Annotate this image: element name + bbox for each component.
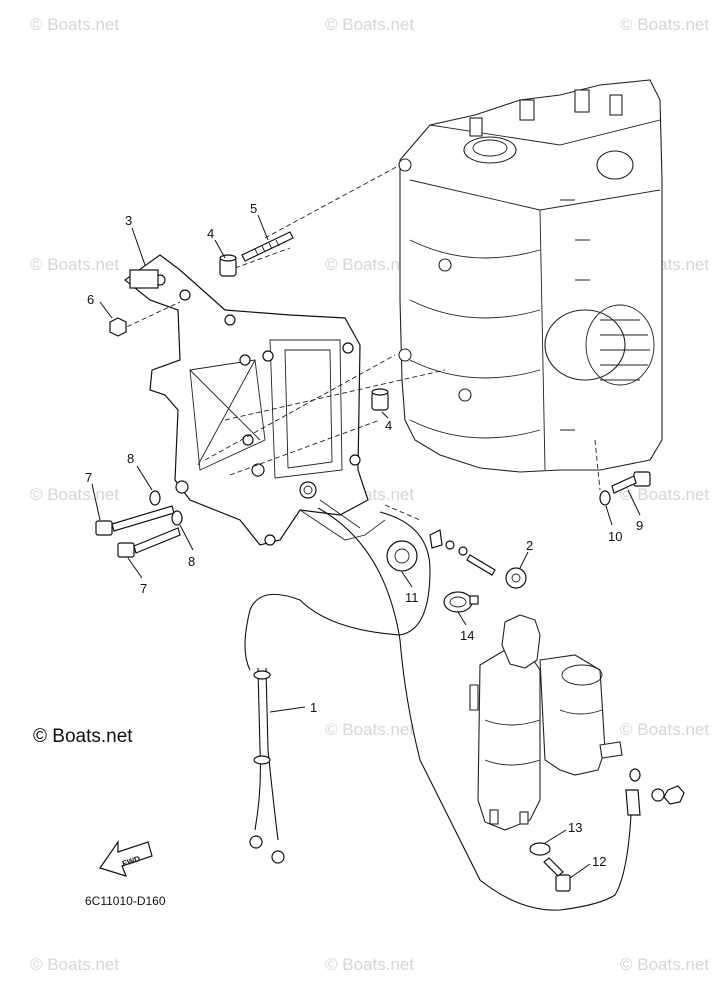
wire-harness-1 xyxy=(244,507,641,911)
callout-8-upper: 8 xyxy=(127,451,134,466)
callout-13: 13 xyxy=(568,820,582,835)
watermark: © Boats.net xyxy=(30,485,119,504)
callout-12: 12 xyxy=(592,854,606,869)
watermark: © Boats.net xyxy=(620,485,709,504)
brand-text: © Boats.net xyxy=(33,726,133,747)
watermark: © Boats.net xyxy=(620,955,709,974)
callout-8-lower: 8 xyxy=(188,554,195,569)
stud-bolt-5 xyxy=(241,231,294,262)
bolt-12 xyxy=(543,857,571,892)
watermark-layer: © Boats.net © Boats.net © Boats.net © Bo… xyxy=(30,15,709,974)
engine-block-illustration xyxy=(398,79,663,473)
bracket-frame-illustration xyxy=(124,254,386,546)
washer-8-upper xyxy=(149,490,161,506)
bolt-7-upper xyxy=(95,505,175,536)
callout-2: 2 xyxy=(526,538,533,553)
bolt-7-lower xyxy=(117,527,181,558)
callout-4-upper: 4 xyxy=(207,226,214,241)
watermark: © Boats.net xyxy=(30,955,119,974)
bolt-9 xyxy=(611,471,651,494)
callout-6: 6 xyxy=(87,292,94,307)
callout-7-lower: 7 xyxy=(140,581,147,596)
grommet-11 xyxy=(386,540,418,572)
watermark: © Boats.net xyxy=(30,15,119,34)
watermark: © Boats.net xyxy=(325,955,414,974)
washer-10 xyxy=(599,490,611,506)
callout-9: 9 xyxy=(636,518,643,533)
watermark: © Boats.net xyxy=(325,15,414,34)
callout-10: 10 xyxy=(608,529,622,544)
watermark: © Boats.net xyxy=(620,15,709,34)
hardware-parts xyxy=(95,231,685,892)
clamp-14 xyxy=(443,591,479,613)
collar-4-lower xyxy=(371,388,389,411)
callout-14: 14 xyxy=(460,628,474,643)
washer-13 xyxy=(529,842,551,856)
starter-motor-illustration xyxy=(469,614,623,831)
alignment-lines xyxy=(119,164,601,521)
washer-8-lower xyxy=(171,510,183,526)
callout-5: 5 xyxy=(250,201,257,216)
watermark: © Boats.net xyxy=(325,720,414,739)
watermark: © Boats.net xyxy=(620,720,709,739)
collar-4-upper xyxy=(219,254,237,277)
grommet-2 xyxy=(505,567,527,589)
callout-11: 11 xyxy=(405,590,419,605)
nut-6 xyxy=(109,317,127,337)
callout-4-lower: 4 xyxy=(385,418,392,433)
watermark: © Boats.net xyxy=(325,255,414,274)
callout-3: 3 xyxy=(125,213,132,228)
callout-labels: 1 2 3 4 4 5 6 7 7 8 8 9 10 xyxy=(85,201,643,879)
diagram-code: 6C11010-D160 xyxy=(85,894,166,908)
watermark: © Boats.net xyxy=(30,255,119,274)
fwd-arrow-icon: FWD xyxy=(99,840,153,877)
callout-7-upper: 7 xyxy=(85,470,92,485)
callout-1: 1 xyxy=(310,700,317,715)
